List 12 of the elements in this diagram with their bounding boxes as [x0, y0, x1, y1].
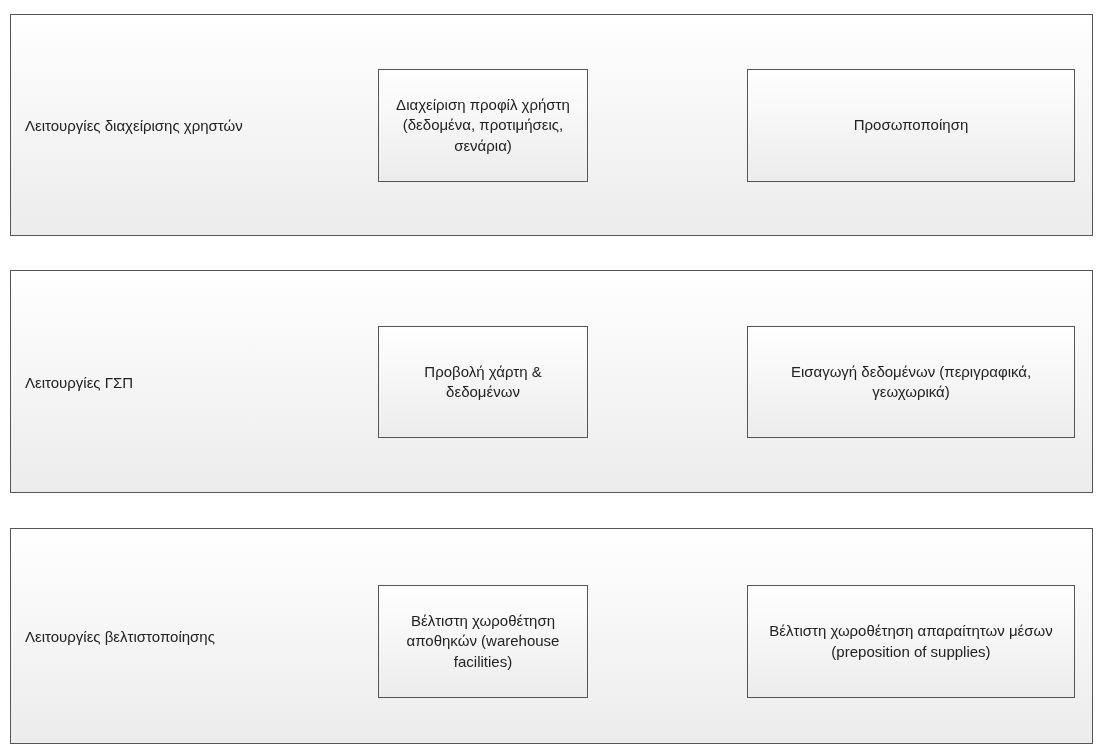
- process-box: Βέλτιστη χωροθέτηση απαραίτητων μέσων (preposition of supplies): [747, 585, 1075, 698]
- process-box: Διαχείριση προφίλ χρήστη (δεδομένα, προτιμήσεις, σενάρια): [378, 69, 588, 182]
- process-box: Προβολή χάρτη & δεδομένων: [378, 326, 588, 438]
- group-panel: [10, 270, 1093, 493]
- group-heading: Λειτουργίες ΓΣΠ: [25, 373, 134, 390]
- process-box: Προσωποποίηση: [747, 69, 1075, 182]
- group-panel: [10, 14, 1093, 236]
- group-heading: Λειτουργίες βελτιστοποίησης: [25, 627, 215, 645]
- process-box: Βέλτιστη χωροθέτηση αποθηκών (warehouse facilities): [378, 585, 588, 698]
- process-box: Εισαγωγή δεδομένων (περιγραφικά, γεωχωρικά): [747, 326, 1075, 438]
- group-panel: [10, 528, 1093, 744]
- group-heading: Λειτουργίες διαχείρισης χρηστών: [25, 116, 243, 134]
